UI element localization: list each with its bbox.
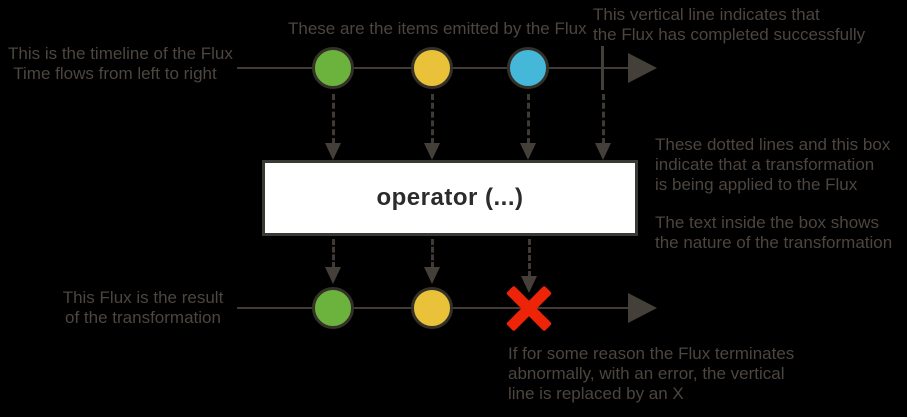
annotation-items-line1: These are the items emitted by the Flux <box>288 19 587 38</box>
result-item-green <box>312 287 354 329</box>
complete-marker <box>601 46 604 90</box>
annotation-timeline: This is the timeline of the Flux Time fl… <box>8 44 233 84</box>
dotted-arrow-down-icon <box>325 239 341 284</box>
dotted-arrow-down-icon <box>424 94 440 160</box>
annotation-box-text-line1: The text inside the box shows <box>655 213 879 232</box>
result-item-yellow <box>411 287 453 329</box>
annotation-items-emitted: These are the items emitted by the Flux <box>288 19 587 39</box>
annotation-timeline-line2: Time flows from left to right <box>13 64 217 83</box>
annotation-error-line3: line is replaced by an X <box>508 384 684 403</box>
annotation-transform: These dotted lines and this box indicate… <box>655 135 890 195</box>
annotation-timeline-line1: This is the timeline of the Flux <box>8 44 233 63</box>
annotation-box-text: The text inside the box shows the nature… <box>655 213 892 253</box>
operator-box: operator (...) <box>262 160 638 236</box>
annotation-complete-line2: the Flux has completed successfully <box>593 25 866 44</box>
dotted-arrow-down-icon <box>521 239 537 293</box>
source-item-green <box>312 47 354 89</box>
source-timeline-arrowhead-icon <box>628 53 657 83</box>
annotation-result-line1: This Flux is the result <box>62 288 224 307</box>
operator-box-label: operator (...) <box>376 184 524 211</box>
annotation-complete-line1: This vertical line indicates that <box>593 5 820 24</box>
error-x-icon <box>506 285 552 332</box>
annotation-error-line2: abnormally, with an error, the vertical <box>508 364 785 383</box>
annotation-transform-line3: is being applied to the Flux <box>655 175 858 194</box>
annotation-result: This Flux is the result of the transform… <box>45 288 241 328</box>
annotation-error-line1: If for some reason the Flux terminates <box>508 344 795 363</box>
dotted-arrow-down-icon <box>520 94 536 160</box>
annotation-box-text-line2: the nature of the transformation <box>655 233 893 252</box>
result-timeline-arrowhead-icon <box>628 293 657 323</box>
annotation-transform-line2: indicate that a transformation <box>655 155 875 174</box>
dotted-arrow-down-icon <box>595 94 611 160</box>
dotted-arrow-down-icon <box>325 94 341 160</box>
annotation-transform-line1: These dotted lines and this box <box>655 135 891 154</box>
source-item-yellow <box>411 47 453 89</box>
dotted-arrow-down-icon <box>424 239 440 284</box>
annotation-error: If for some reason the Flux terminates a… <box>508 344 794 404</box>
annotation-complete: This vertical line indicates that the Fl… <box>593 5 865 45</box>
source-item-blue <box>507 47 549 89</box>
annotation-result-line2: of the transformation <box>65 308 221 327</box>
